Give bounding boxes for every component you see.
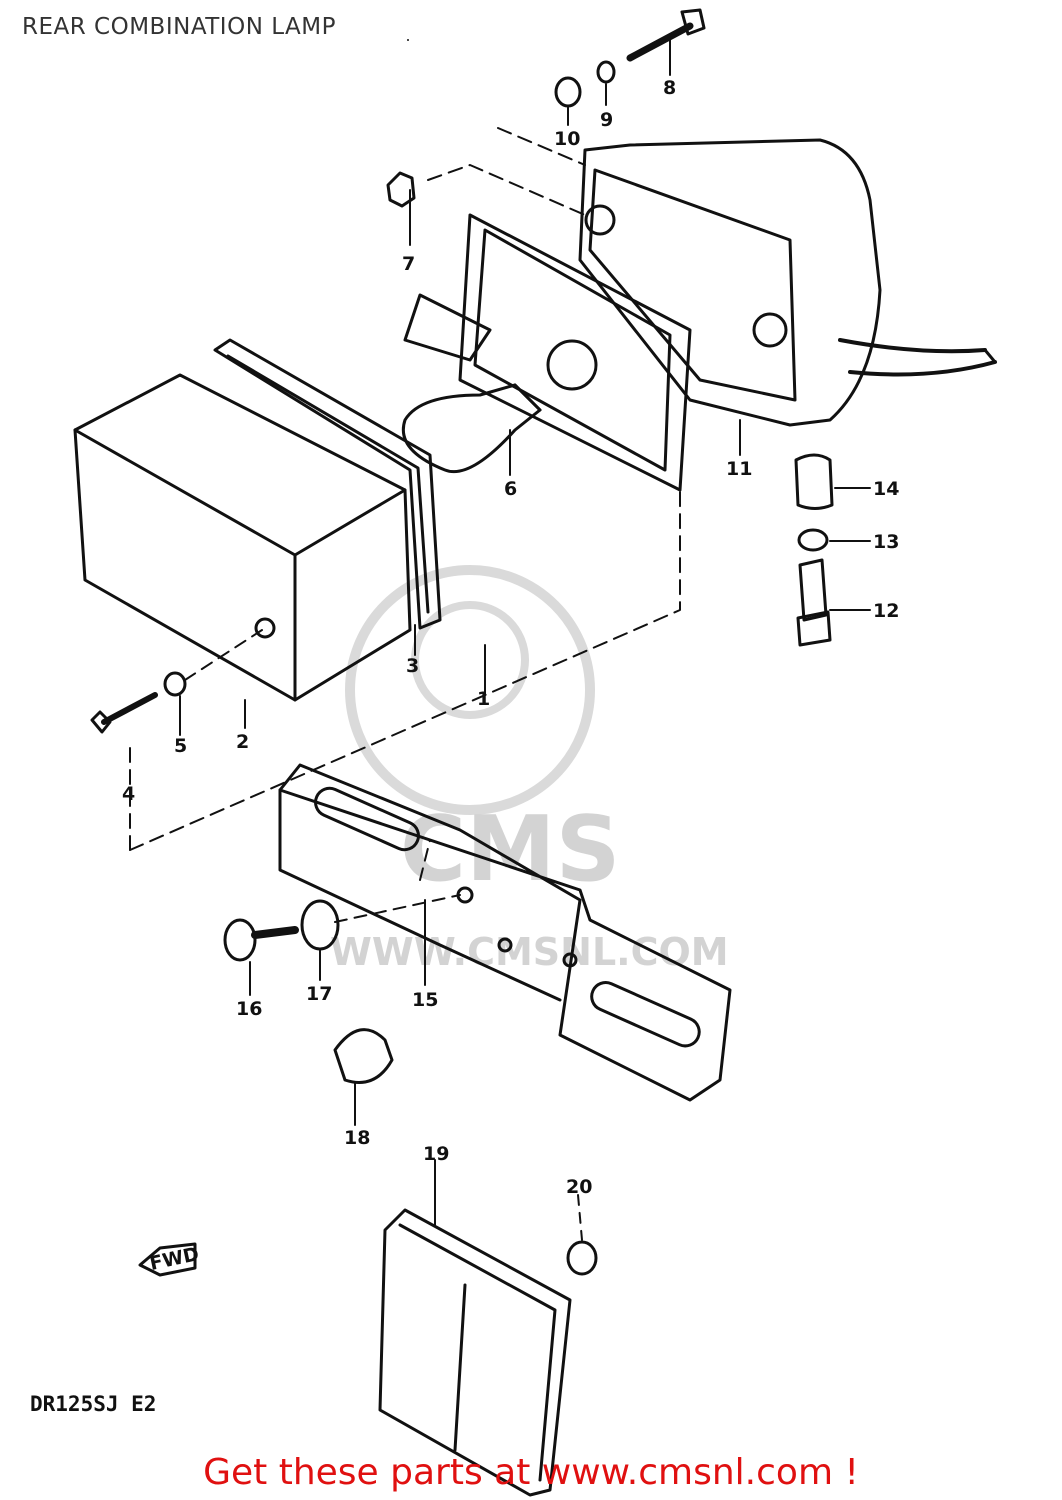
nut: [386, 171, 416, 208]
footer-cmsnl-link[interactable]: Get these parts at www.cmsnl.com !: [203, 1452, 859, 1493]
callout-1: 1: [477, 688, 490, 710]
page-title: REAR COMBINATION LAMP: [22, 14, 337, 40]
callout-7: 7: [402, 253, 415, 275]
reflector-nut: [566, 1240, 598, 1276]
callout-17: 17: [306, 983, 332, 1005]
callout-4: 4: [122, 783, 135, 805]
callout-3: 3: [406, 655, 419, 677]
lens-gasket: [213, 338, 442, 630]
lamp-base: [403, 213, 692, 492]
fwd-arrow-icon: [138, 1242, 197, 1277]
callout-14: 14: [873, 478, 899, 500]
model-code: DR125SJ E2: [30, 1392, 157, 1416]
callout-11: 11: [726, 458, 752, 480]
lens-washer: [163, 671, 187, 697]
reflector: [378, 1208, 572, 1497]
callout-19: 19: [423, 1143, 449, 1165]
license-plate-bracket: [278, 763, 732, 1102]
callout-2: 2: [236, 731, 249, 753]
watermark: CMS WWW.CMSNL.COM: [330, 565, 729, 974]
fwd-label: FWD: [148, 1243, 201, 1275]
callout-6: 6: [504, 478, 517, 500]
lamp-housing: [578, 138, 997, 427]
bracket-washer: [300, 899, 340, 951]
watermark-mascot: [345, 565, 595, 815]
watermark-brand: CMS: [400, 797, 620, 902]
lens-screw: [90, 692, 158, 734]
callout-18: 18: [344, 1127, 370, 1149]
spacer-washer: [797, 528, 829, 552]
leader-lines: [129, 39, 871, 1241]
callout-9: 9: [600, 109, 613, 131]
callout-5: 5: [174, 735, 187, 757]
callout-12: 12: [873, 600, 899, 622]
callout-20: 20: [566, 1176, 592, 1198]
grommet: [333, 1028, 394, 1084]
washer: [554, 76, 582, 108]
watermark-url: WWW.CMSNL.COM: [330, 930, 729, 974]
tail-lamp-lens: [73, 373, 412, 702]
callout-13: 13: [873, 531, 899, 553]
lock-washer: [596, 60, 616, 84]
spacer: [794, 453, 834, 510]
bulb: [402, 383, 542, 474]
bracket-bolt: [223, 918, 299, 962]
callout-8: 8: [663, 77, 676, 99]
callout-15: 15: [412, 989, 438, 1011]
spacer-bolt: [796, 558, 832, 647]
callout-10: 10: [554, 128, 580, 150]
mounting-bolt: [626, 8, 706, 62]
callout-16: 16: [236, 998, 262, 1020]
callouts: 1 2 3 4 5 6 7 8 9 10 11 12 13 14 15 16 1…: [122, 77, 899, 1275]
